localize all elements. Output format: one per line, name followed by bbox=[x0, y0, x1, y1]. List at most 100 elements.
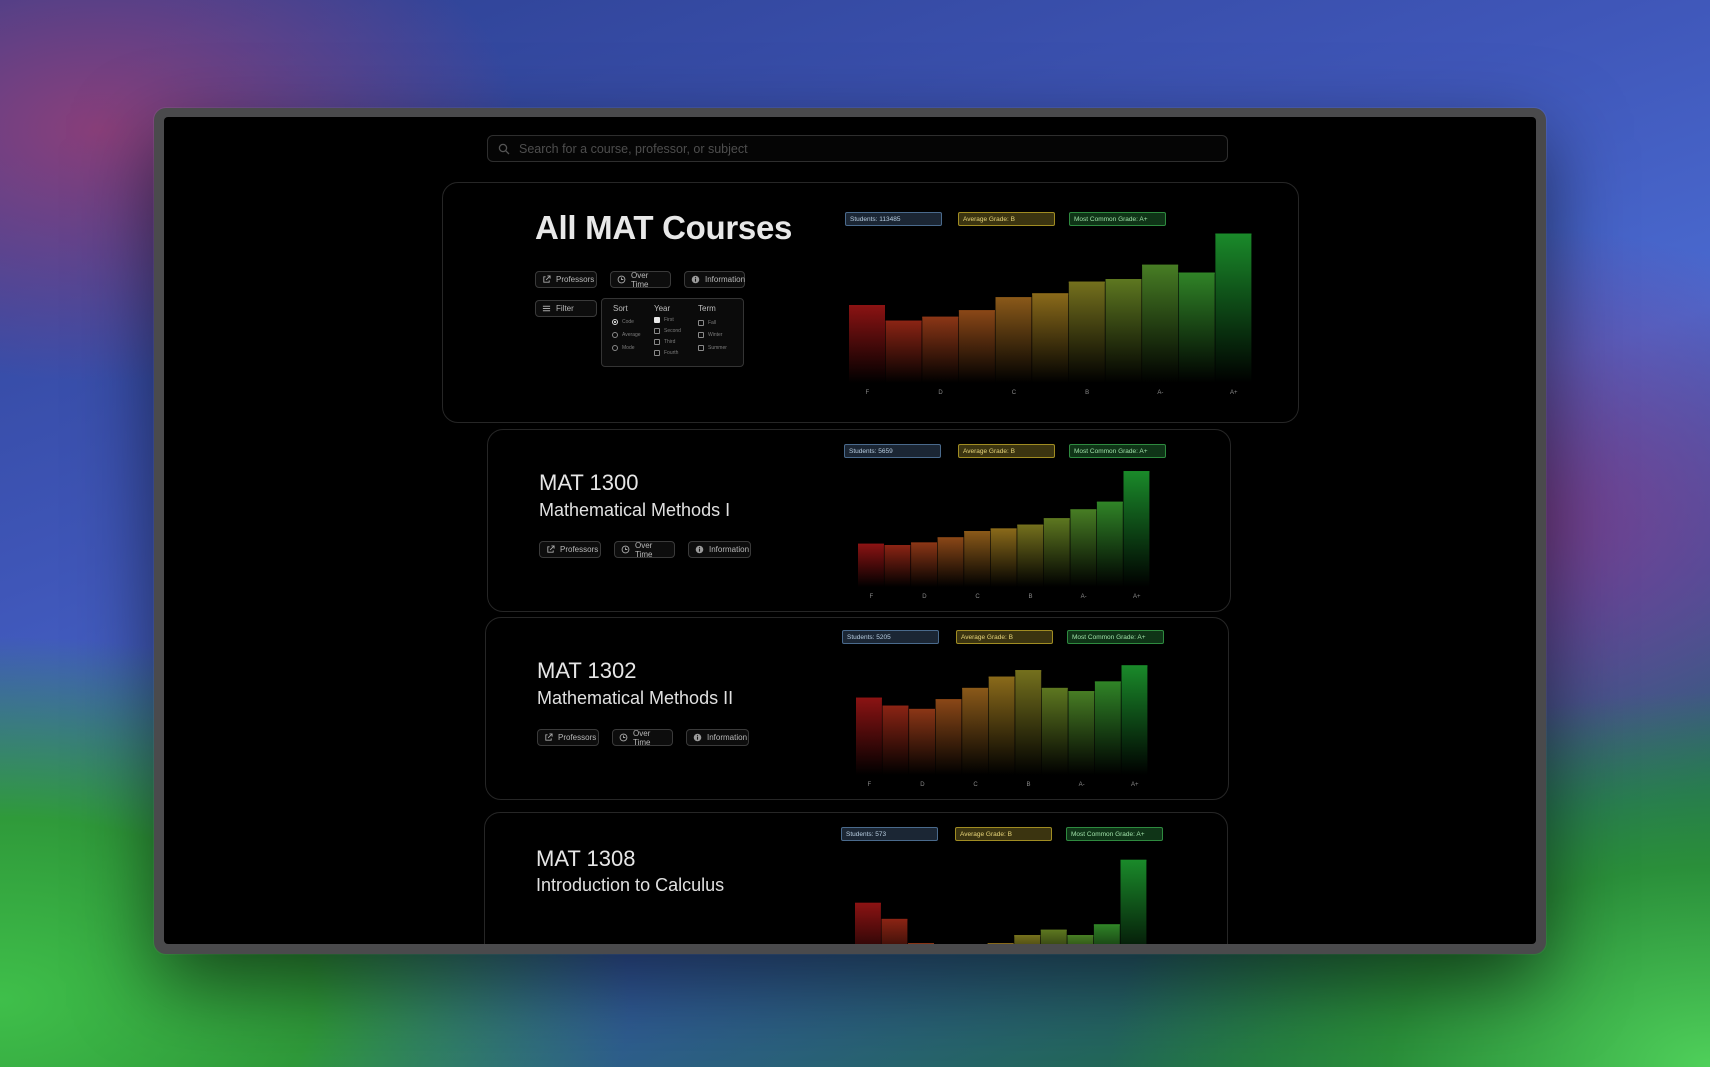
most-common-grade-badge: Most Common Grade: A+ bbox=[1066, 827, 1163, 841]
grade-bar[interactable] bbox=[1215, 233, 1252, 384]
course-card[interactable]: MAT 1300 Mathematical Methods I Professo… bbox=[487, 429, 1231, 612]
grade-bar[interactable] bbox=[849, 305, 885, 383]
checkbox-icon bbox=[654, 328, 660, 334]
grade-bar-cap bbox=[1040, 929, 1067, 932]
average-grade-badge: Average Grade: B bbox=[955, 827, 1052, 841]
grade-bar[interactable] bbox=[962, 687, 989, 775]
over-time-button[interactable]: Over Time bbox=[612, 729, 673, 747]
year-option-first[interactable]: First bbox=[654, 317, 674, 323]
x-tick-label: A- bbox=[1081, 594, 1087, 600]
grade-bar[interactable] bbox=[988, 676, 1015, 775]
grade-bar-cap bbox=[1068, 691, 1095, 693]
grade-bar[interactable] bbox=[1014, 935, 1041, 944]
year-option-second[interactable]: Second bbox=[654, 328, 681, 334]
course-name: Mathematical Methods II bbox=[537, 688, 734, 708]
grade-bar[interactable] bbox=[855, 902, 881, 944]
information-button[interactable]: Information bbox=[688, 541, 751, 558]
app-window: All MAT Courses Professors Over Time Inf… bbox=[154, 108, 1546, 954]
grade-bar[interactable] bbox=[1096, 501, 1123, 587]
grade-bar[interactable] bbox=[1040, 929, 1067, 944]
sort-option-average[interactable]: Average bbox=[612, 332, 641, 338]
course-card[interactable]: MAT 1302 Mathematical Methods II Profess… bbox=[485, 617, 1229, 800]
grade-bar[interactable] bbox=[1105, 279, 1142, 383]
year-option-third[interactable]: Third bbox=[654, 339, 675, 345]
grade-bar-cap bbox=[1178, 272, 1215, 274]
grade-bar[interactable] bbox=[1068, 691, 1095, 775]
grade-bar[interactable] bbox=[1017, 524, 1044, 587]
grade-bar[interactable] bbox=[1067, 935, 1094, 944]
grade-bar-cap bbox=[922, 316, 959, 319]
x-tick-label: F bbox=[865, 390, 869, 396]
grade-bar-cap bbox=[1142, 264, 1179, 267]
course-card[interactable]: MAT 1308 Introduction to Calculus Studen… bbox=[484, 812, 1228, 944]
over-time-button[interactable]: Over Time bbox=[614, 541, 675, 559]
info-icon bbox=[695, 545, 704, 554]
grade-bar[interactable] bbox=[1178, 272, 1215, 384]
year-option-fourth[interactable]: Fourth bbox=[654, 350, 678, 356]
info-icon bbox=[691, 275, 700, 284]
grade-bar[interactable] bbox=[935, 699, 962, 775]
grade-bar-cap bbox=[1120, 859, 1147, 862]
filter-button[interactable]: Filter bbox=[535, 300, 597, 317]
grade-bar[interactable] bbox=[1068, 281, 1105, 383]
grade-bar[interactable] bbox=[1043, 518, 1070, 587]
grade-bar[interactable] bbox=[1120, 859, 1147, 944]
grade-bar[interactable] bbox=[881, 918, 908, 944]
most-common-grade-badge: Most Common Grade: A+ bbox=[1069, 444, 1166, 458]
grade-bar[interactable] bbox=[885, 320, 922, 383]
checkbox-icon bbox=[698, 320, 704, 326]
grade-bar-cap bbox=[987, 943, 1014, 944]
sort-option-mode[interactable]: Mode bbox=[612, 345, 635, 351]
grade-bar-cap bbox=[1067, 935, 1094, 937]
x-tick-label: A+ bbox=[1230, 390, 1238, 396]
grade-bar[interactable] bbox=[1121, 665, 1148, 775]
grade-bar[interactable] bbox=[1070, 509, 1097, 587]
course-code: MAT 1302 bbox=[537, 658, 637, 683]
external-link-icon bbox=[547, 545, 555, 553]
grade-bar[interactable] bbox=[937, 537, 964, 587]
grade-bar[interactable] bbox=[1142, 264, 1179, 383]
grade-bar[interactable] bbox=[858, 543, 884, 587]
grade-bar[interactable] bbox=[964, 531, 991, 587]
grade-bar[interactable] bbox=[922, 316, 959, 383]
grade-bar[interactable] bbox=[995, 297, 1032, 383]
grade-bar[interactable] bbox=[958, 310, 995, 383]
grade-bar[interactable] bbox=[1093, 924, 1120, 944]
checkbox-icon bbox=[698, 345, 704, 351]
grade-bar[interactable] bbox=[1123, 471, 1150, 587]
information-button[interactable]: Information bbox=[684, 271, 745, 288]
search-bar[interactable] bbox=[487, 135, 1228, 162]
over-time-button[interactable]: Over Time bbox=[610, 271, 671, 289]
grade-bar[interactable] bbox=[882, 705, 909, 775]
page-title: All MAT Courses bbox=[535, 209, 793, 246]
clock-icon bbox=[619, 733, 628, 742]
professors-button[interactable]: Professors bbox=[535, 271, 597, 288]
professors-button[interactable]: Professors bbox=[539, 541, 601, 558]
course-name: Mathematical Methods I bbox=[539, 500, 731, 520]
grade-bar-cap bbox=[1096, 501, 1123, 504]
information-button[interactable]: Information bbox=[686, 729, 749, 746]
grade-bar[interactable] bbox=[990, 528, 1017, 587]
grade-bar-cap bbox=[1032, 293, 1069, 295]
grade-bar-cap bbox=[909, 708, 935, 711]
checkbox-icon bbox=[698, 332, 704, 338]
search-input[interactable] bbox=[517, 140, 1201, 157]
sort-option-code[interactable]: Code bbox=[612, 319, 634, 325]
radio-icon bbox=[612, 345, 618, 351]
grade-bar[interactable] bbox=[1015, 670, 1042, 775]
grade-bar[interactable] bbox=[1032, 293, 1069, 383]
term-option-summer[interactable]: Summer bbox=[698, 345, 727, 351]
grade-bar[interactable] bbox=[1041, 687, 1068, 775]
x-tick-label: D bbox=[938, 390, 943, 396]
professors-button[interactable]: Professors bbox=[537, 729, 599, 746]
grade-bar[interactable] bbox=[856, 697, 882, 775]
grade-bar[interactable] bbox=[1094, 681, 1121, 775]
grade-bar-cap bbox=[1068, 281, 1105, 284]
grade-bar-cap bbox=[988, 676, 1015, 679]
grade-bar[interactable] bbox=[911, 542, 937, 587]
grade-bar[interactable] bbox=[909, 708, 935, 775]
grade-bar-cap bbox=[1215, 233, 1252, 235]
grade-bar[interactable] bbox=[884, 545, 911, 587]
term-option-fall[interactable]: Fall bbox=[698, 320, 716, 326]
term-option-winter[interactable]: Winter bbox=[698, 332, 722, 338]
